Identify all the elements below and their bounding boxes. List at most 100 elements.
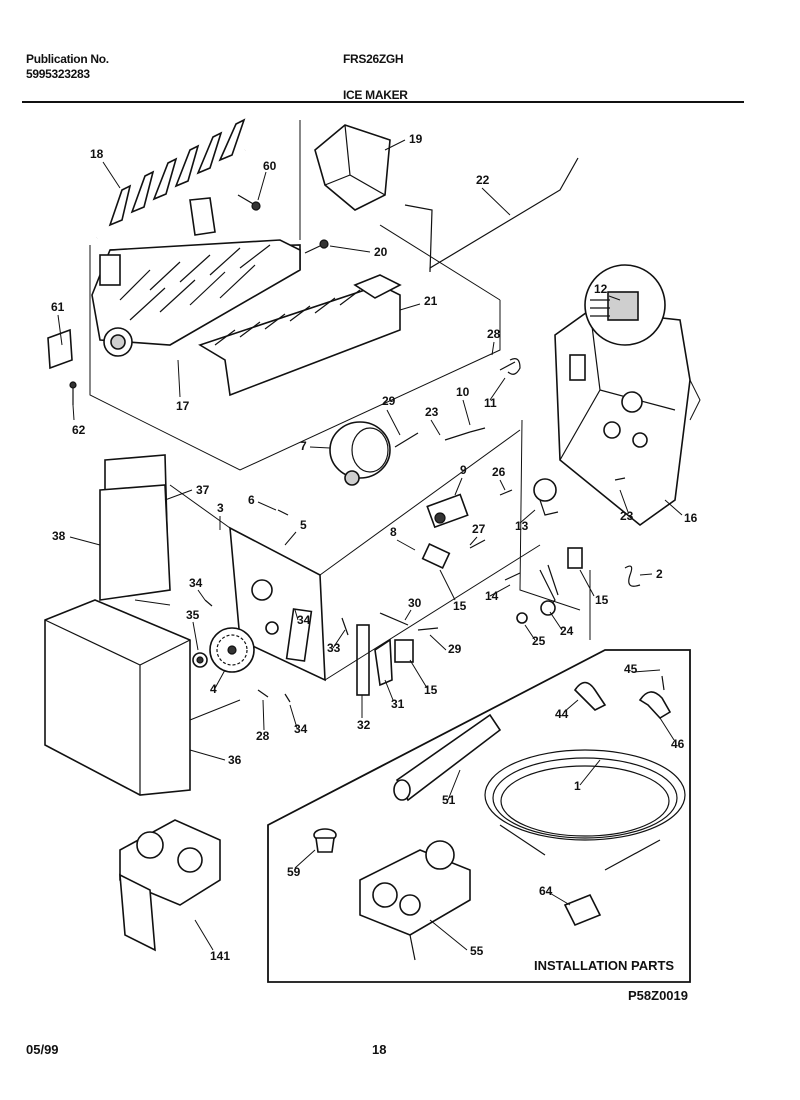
bin-cover	[44, 599, 191, 796]
callout-35: 35	[186, 608, 200, 622]
callout-16: 16	[684, 511, 698, 525]
callout-34b: 34	[297, 613, 311, 627]
screws-misc	[204, 477, 641, 703]
section-title: ICE MAKER	[343, 88, 408, 102]
model-number: FRS26ZGH	[343, 52, 404, 66]
ice-mold	[91, 197, 301, 357]
callout-9: 9	[460, 463, 467, 477]
arm-24	[539, 564, 559, 616]
callout-51: 51	[442, 793, 456, 807]
callout-29: 29	[382, 394, 396, 408]
washer-35	[192, 652, 208, 668]
callout-60: 60	[263, 159, 277, 173]
callout-11: 11	[484, 396, 497, 410]
callout-36: 36	[228, 753, 242, 767]
grommet-59	[313, 828, 337, 853]
callout-17: 17	[176, 399, 190, 413]
shutoff-arm	[404, 157, 579, 273]
callout-62: 62	[72, 423, 86, 437]
callout-25: 25	[532, 634, 546, 648]
callout-1: 1	[574, 779, 581, 793]
diagram-code: P58Z0019	[628, 988, 688, 1003]
thermostat	[426, 493, 469, 529]
callout-6: 6	[248, 493, 255, 507]
fastener-23-10	[444, 427, 486, 441]
clamp-46	[638, 675, 672, 720]
water-valve-55	[359, 840, 471, 961]
callout-29b: 29	[448, 642, 462, 656]
control-housing	[554, 309, 691, 527]
installation-parts-label: INSTALLATION PARTS	[534, 958, 674, 973]
callout-31: 31	[391, 697, 405, 711]
callout-32: 32	[357, 718, 371, 732]
publication-label: Publication No.	[26, 52, 109, 66]
callout-labels: 18 19 60 22 20 61 21 12 28 17 62 10 11 2…	[51, 132, 698, 963]
screw-20	[304, 239, 329, 254]
drive-gear	[209, 627, 255, 673]
callout-33: 33	[327, 641, 341, 655]
callout-21: 21	[424, 294, 438, 308]
switch-15	[394, 543, 583, 663]
page-number: 18	[372, 1042, 386, 1057]
callout-10: 10	[456, 385, 470, 399]
screw-60	[237, 194, 261, 211]
callout-13: 13	[515, 519, 529, 533]
harness-plug-magnified	[584, 264, 666, 346]
ice-stripper	[198, 274, 402, 397]
callout-15: 15	[453, 599, 467, 613]
callout-141: 141	[210, 949, 230, 963]
callout-30: 30	[408, 596, 422, 610]
callout-24: 24	[560, 624, 574, 638]
bracket-61	[47, 328, 77, 405]
callout-7: 7	[300, 439, 307, 453]
mounting-plate	[229, 526, 326, 682]
callout-61: 61	[51, 300, 65, 314]
callout-46: 46	[671, 737, 685, 751]
switch-13	[533, 478, 559, 516]
installation-parts-box	[267, 649, 691, 983]
callout-15c: 15	[424, 683, 438, 697]
fill-tube-51	[393, 713, 502, 802]
callout-23b: 23	[620, 509, 634, 523]
switch-bracket-32	[356, 624, 370, 696]
clip-28-11	[499, 358, 521, 375]
callout-26: 26	[492, 465, 506, 479]
callout-45: 45	[624, 662, 638, 676]
insulation-pads	[99, 454, 171, 601]
header-rule	[22, 101, 744, 103]
clamp-44	[573, 681, 607, 711]
callout-15b: 15	[595, 593, 609, 607]
callout-23: 23	[425, 405, 439, 419]
publication-number: 5995323283	[26, 67, 90, 81]
callout-leaders	[57, 139, 683, 951]
callout-4: 4	[210, 682, 217, 696]
callout-34: 34	[189, 576, 203, 590]
callout-3: 3	[217, 501, 224, 515]
callout-22: 22	[476, 173, 490, 187]
screw-29-top	[394, 432, 419, 448]
callout-64: 64	[539, 884, 553, 898]
ice-ejector	[96, 118, 246, 239]
drive-motor	[329, 421, 391, 486]
bracket-64	[563, 893, 602, 927]
callout-20: 20	[374, 245, 388, 259]
callout-59: 59	[287, 865, 301, 879]
callout-12: 12	[594, 282, 608, 296]
callout-34c: 34	[294, 722, 308, 736]
callout-38: 38	[52, 529, 66, 543]
callout-5: 5	[300, 518, 307, 532]
footer-date: 05/99	[26, 1042, 59, 1057]
bracket-31	[374, 638, 393, 687]
water-line-coil	[484, 749, 686, 871]
callout-55: 55	[470, 944, 484, 958]
callout-28: 28	[487, 327, 501, 341]
callout-37: 37	[196, 483, 210, 497]
callout-19: 19	[409, 132, 423, 146]
callout-8: 8	[390, 525, 397, 539]
callout-18: 18	[90, 147, 104, 161]
callout-28b: 28	[256, 729, 270, 743]
callout-27: 27	[472, 522, 486, 536]
callout-2: 2	[656, 567, 663, 581]
water-valve-141	[119, 819, 221, 952]
